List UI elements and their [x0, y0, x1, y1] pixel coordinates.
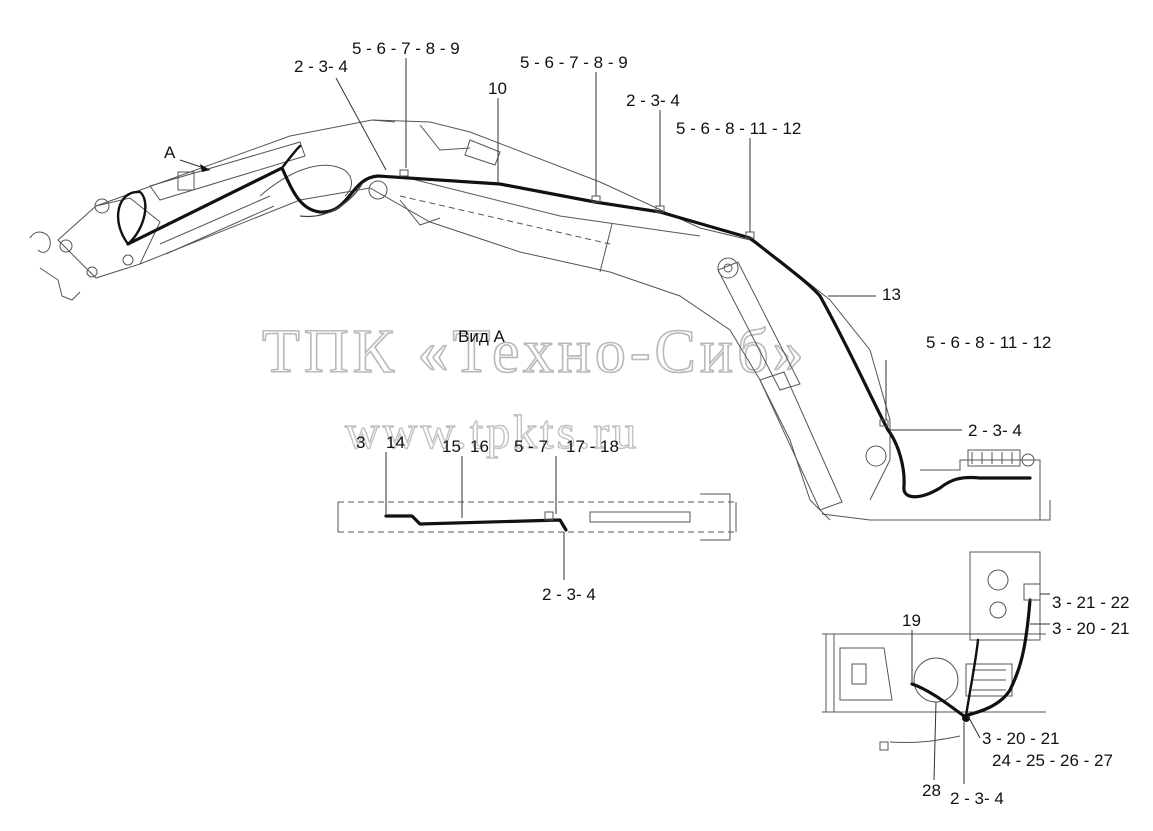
pin-circle [723, 263, 733, 273]
pin-circle [94, 198, 110, 214]
boom-cylinder-top-pin [717, 257, 739, 279]
pin-circle [86, 266, 98, 278]
hose-clamp [879, 419, 889, 427]
callout-label: 2 - 3- 4 [950, 789, 1004, 808]
detail-fitting [879, 741, 889, 751]
detail-frame-lines [822, 633, 1046, 713]
callout-label: 5 - 6 - 7 - 8 - 9 [352, 39, 460, 58]
view-a-cylinder [589, 511, 691, 523]
valve-sections [971, 452, 1013, 464]
detail-fitting-box [1023, 583, 1041, 601]
callout-label: 2 - 3- 4 [294, 57, 348, 76]
arm-lower-edge [139, 187, 371, 265]
callout-label: 5 - 6 - 8 - 11 - 12 [676, 119, 801, 138]
detail-port [987, 569, 1009, 591]
callout-label: 10 [488, 79, 507, 98]
boom-bracket [399, 199, 441, 226]
arm-pivot-outline [259, 164, 352, 197]
callout-label: 2 - 3- 4 [968, 421, 1022, 440]
boom-section-line [599, 223, 613, 273]
leader-line [967, 715, 981, 739]
callout-label: 14 [386, 433, 405, 452]
hose-parallel [299, 183, 363, 218]
callout-label: 5 - 6 - 8 - 11 - 12 [926, 333, 1051, 352]
pin-circle [59, 239, 73, 253]
view-marker: А [164, 143, 176, 162]
cylinder-clamp [177, 171, 195, 191]
callout-label: 13 [882, 285, 901, 304]
detail-valve-lines [972, 669, 1006, 691]
callout-label: 3 - 21 - 22 [1052, 593, 1130, 612]
view-a-bracket [700, 493, 731, 541]
detail-port [989, 601, 1007, 619]
callout-label: 28 [922, 781, 941, 800]
arm-cylinder-head [419, 124, 501, 166]
boom-arm-assembly [29, 119, 1051, 521]
callout-label: 2 - 3- 4 [626, 91, 680, 110]
valve-cap [1021, 453, 1035, 467]
watermark: ТПК «Техно-Сиб» www.tpkts.ru [261, 317, 808, 460]
hose-clamp [544, 511, 554, 521]
boom-cylinder-rod [717, 261, 801, 391]
watermark-url: www.tpkts.ru [345, 406, 639, 459]
detail-hose-branch [964, 638, 980, 718]
callout-label: 17 - 18 [566, 437, 619, 456]
callout-label: 3 - 20 - 21 [1052, 619, 1130, 638]
bucket-pin-outline [29, 231, 51, 253]
base-detail: 19 3 - 21 - 22 3 - 20 - 21 3 - 20 - 21 2… [822, 551, 1130, 808]
detail-valve-housing [969, 551, 1041, 641]
detail-valve-block [965, 663, 1013, 697]
callout-label: 3 - 20 - 21 [982, 729, 1060, 748]
valve-block [967, 449, 1021, 467]
detail-frame-left [825, 634, 835, 712]
boom-foot-pin [865, 445, 887, 467]
view-a-arrow: А [164, 143, 211, 172]
base-body [920, 459, 1041, 520]
boom-mid-edge [399, 175, 701, 237]
main-callouts: 2 - 3- 4 5 - 6 - 7 - 8 - 9 10 5 - 6 - 7 … [294, 39, 1051, 440]
view-a-ends [337, 502, 737, 532]
base-frame-line [821, 500, 1051, 521]
watermark-company: ТПК «Техно-Сиб» [262, 318, 808, 386]
boom-lower-edge [369, 187, 831, 521]
callout-label: 2 - 3- 4 [542, 585, 596, 604]
callout-label: 15 [442, 437, 461, 456]
arm-upper-edge [95, 119, 396, 207]
callout-label: 5 - 6 - 7 - 8 - 9 [520, 53, 628, 72]
callout-label: 3 [356, 433, 365, 452]
hose-branch [280, 144, 302, 170]
leader-line [933, 701, 937, 781]
pin-circle [122, 254, 134, 266]
detail-slot [851, 663, 867, 685]
working-hose-main [126, 166, 1032, 499]
callout-label: 5 - 7 [514, 437, 548, 456]
arrow-head [200, 164, 210, 172]
leader-line [335, 77, 387, 171]
bucket-link-outline [39, 267, 81, 301]
view-title: Вид А [458, 327, 505, 346]
boom-hidden-line [399, 195, 611, 245]
arm-pipe-lines [159, 195, 275, 255]
detail-block [839, 647, 893, 701]
callout-label: 19 [902, 611, 921, 630]
hose-loop-tip [116, 190, 147, 246]
view-a-detail: Вид А 3 14 15 16 5 - 7 17 - 18 2 - 3- 4 [337, 327, 737, 604]
bucket-cylinder [149, 141, 306, 201]
main-hose-lines [116, 144, 1032, 499]
detail-hose [910, 598, 1032, 718]
boom-cylinder-barrel [759, 371, 843, 511]
detail-drain-line [889, 735, 961, 744]
callout-label: 24 - 25 - 26 - 27 [992, 751, 1113, 770]
callout-label: 16 [470, 437, 489, 456]
view-a-hose [384, 514, 568, 532]
arm-pivot-pin [368, 180, 388, 200]
hose-clamp [399, 169, 409, 177]
